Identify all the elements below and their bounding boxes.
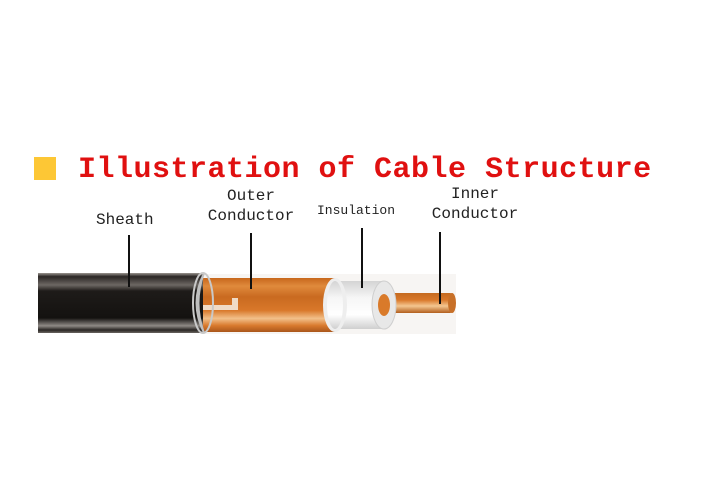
label-insulation: Insulation: [317, 203, 396, 218]
label-sheath: Sheath: [96, 211, 154, 229]
label-inner-conductor: Inner Conductor: [423, 184, 527, 224]
label-outer-conductor-line2: Conductor: [207, 207, 295, 225]
leader-line-sheath: [128, 235, 130, 287]
leader-line-inner-conductor: [439, 232, 441, 304]
label-inner-conductor-line2: Conductor: [431, 205, 519, 223]
label-outer-conductor: Outer Conductor: [199, 186, 303, 226]
label-inner-conductor-line1: Inner: [450, 185, 499, 203]
diagram-title: Illustration of Cable Structure: [78, 153, 652, 187]
legend-square: [34, 157, 56, 180]
outer-conductor: [195, 278, 347, 332]
leader-line-outer-conductor: [250, 233, 252, 289]
label-outer-conductor-line1: Outer: [226, 187, 275, 205]
leader-line-insulation: [361, 228, 363, 288]
sheath: [38, 272, 214, 334]
